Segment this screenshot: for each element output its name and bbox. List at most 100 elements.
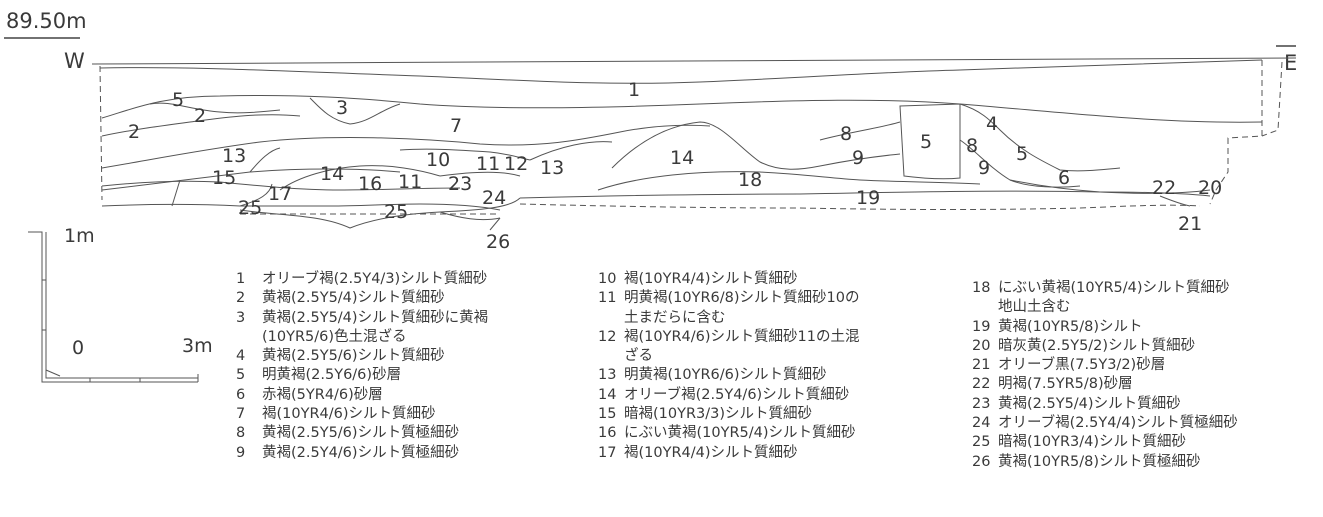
layer-label: 15 xyxy=(212,167,236,189)
east-label: E xyxy=(1284,51,1297,75)
layer-label: 5 xyxy=(1016,143,1028,165)
legend-num: 24 xyxy=(972,415,991,432)
legend-num: 16 xyxy=(598,425,617,442)
legend-item: 7 褐(10YR4/6)シルト質細砂 xyxy=(236,405,488,424)
legend-num: 22 xyxy=(972,376,991,393)
legend-num: 2 xyxy=(236,290,246,307)
legend-num: 25 xyxy=(972,434,991,451)
legend-text: 褐(10YR4/6)シルト質細砂 xyxy=(262,406,436,423)
legend-num: 11 xyxy=(598,290,617,307)
legend-text: 黄褐(2.5Y5/4)シルト質細砂に黄褐 (10YR5/6)色土混ざる xyxy=(262,309,489,345)
layer-label: 25 xyxy=(384,201,408,223)
layer-label: 16 xyxy=(358,173,382,195)
legend-num: 23 xyxy=(972,395,991,412)
legend-num: 20 xyxy=(972,337,991,354)
legend-num: 12 xyxy=(598,328,617,345)
legend-num: 26 xyxy=(972,453,991,470)
layer-label: 11 xyxy=(398,171,422,193)
legend-text: 黄褐(2.5Y4/6)シルト質極細砂 xyxy=(262,444,460,461)
legend-num: 14 xyxy=(598,386,617,403)
layer-label: 23 xyxy=(448,173,472,195)
legend-num: 8 xyxy=(236,425,246,442)
legend-text: 明黄褐(10YR6/8)シルト質細砂10の 土まだらに含む xyxy=(624,290,860,326)
layer-number-labels: 1 2 5 2 3 7 8 4 5 8 5 9 9 13 10 11 12 13… xyxy=(128,79,1222,253)
layer-label: 20 xyxy=(1198,177,1222,199)
layer-label: 9 xyxy=(978,157,990,179)
legend-num: 3 xyxy=(236,309,246,326)
layer-label: 24 xyxy=(482,187,506,209)
layer-label: 8 xyxy=(840,123,852,145)
legend-text: 黄褐(10YR5/8)シルト質極細砂 xyxy=(998,453,1201,470)
legend-text: 褐(10YR4/4)シルト質細砂 xyxy=(624,271,798,287)
legend-item: 5 明黄褐(2.5Y6/6)砂層 xyxy=(236,366,488,385)
legend-num: 13 xyxy=(598,367,617,384)
layer-label: 14 xyxy=(670,147,694,169)
legend-num: 10 xyxy=(598,271,617,287)
legend-item: 26 黄褐(10YR5/8)シルト質極細砂 xyxy=(972,453,1238,472)
legend-text: 赤褐(5YR4/6)砂層 xyxy=(262,386,383,403)
legend-text: 褐(10YR4/4)シルト質細砂 xyxy=(624,444,798,461)
legend-item: 22 明褐(7.5YR5/8)砂層 xyxy=(972,375,1238,394)
legend-num: 9 xyxy=(236,444,246,461)
legend-column-2: 10 褐(10YR4/4)シルト質細砂 11 明黄褐(10YR6/8)シルト質細砂1… xyxy=(598,270,859,463)
scale-1m-label: 1m xyxy=(64,225,95,247)
layer-label: 10 xyxy=(426,149,450,171)
layer-label: 13 xyxy=(540,157,564,179)
layer-label: 5 xyxy=(172,89,184,111)
legend-text: 暗褐(10YR3/4)シルト質細砂 xyxy=(998,434,1187,451)
legend-text: 明黄褐(2.5Y6/6)砂層 xyxy=(262,367,402,384)
legend-text: 黄褐(2.5Y5/4)シルト質細砂 xyxy=(998,395,1181,412)
legend-text: 黄褐(10YR5/8)シルト xyxy=(998,318,1143,335)
legend-num: 1 xyxy=(236,271,246,287)
legend-item: 4 黄褐(2.5Y5/6)シルト質細砂 xyxy=(236,347,488,366)
layer-label: 22 xyxy=(1152,177,1176,199)
scale-zero-label: 0 xyxy=(72,337,84,359)
layer-label: 2 xyxy=(194,105,206,127)
layer-label: 19 xyxy=(856,187,880,209)
legend-text: 黄褐(2.5Y5/6)シルト質極細砂 xyxy=(262,425,460,442)
elevation-label: 89.50m xyxy=(6,9,87,33)
legend-text: 明褐(7.5YR5/8)砂層 xyxy=(998,376,1133,393)
legend-text: 暗灰黄(2.5Y5/2)シルト質細砂 xyxy=(998,337,1196,354)
layer-label: 7 xyxy=(450,115,462,137)
legend-item: 3 黄褐(2.5Y5/4)シルト質細砂に黄褐 (10YR5/6)色土混ざる xyxy=(236,309,488,348)
legend-num: 15 xyxy=(598,406,617,423)
layer-label: 4 xyxy=(986,113,998,135)
legend-num: 4 xyxy=(236,348,246,365)
layer-label: 25 xyxy=(238,197,262,219)
legend-num: 7 xyxy=(236,406,246,423)
legend-text: にぶい黄褐(10YR5/4)シルト質細砂 地山土含む xyxy=(998,280,1230,316)
legend-item: 10 褐(10YR4/4)シルト質細砂 xyxy=(598,270,859,289)
legend-item: 23 黄褐(2.5Y5/4)シルト質細砂 xyxy=(972,395,1238,414)
legend-item: 8 黄褐(2.5Y5/6)シルト質極細砂 xyxy=(236,424,488,443)
layer-label: 21 xyxy=(1178,213,1202,235)
layer-label: 2 xyxy=(128,121,140,143)
layer-label: 6 xyxy=(1058,167,1070,189)
legend-text: にぶい黄褐(10YR5/4)シルト質細砂 xyxy=(624,425,856,442)
layer-label: 14 xyxy=(320,163,344,185)
layer-label: 18 xyxy=(738,169,762,191)
legend-num: 21 xyxy=(972,357,991,374)
legend-text: オリーブ黒(7.5Y3/2)砂層 xyxy=(998,357,1166,374)
layer-label: 3 xyxy=(336,97,348,119)
layer-boundaries xyxy=(91,57,1297,231)
legend-item: 12 褐(10YR4/6)シルト質細砂11の土混 ざる xyxy=(598,328,859,367)
legend-num: 6 xyxy=(236,386,246,403)
layer-label: 1 xyxy=(628,79,640,101)
scale-bar xyxy=(28,231,199,383)
legend-text: 褐(10YR4/6)シルト質細砂11の土混 ざる xyxy=(624,328,860,365)
layer-label: 8 xyxy=(966,135,978,157)
scale-3m-label: 3m xyxy=(182,335,213,357)
legend-text: 黄褐(2.5Y5/6)シルト質細砂 xyxy=(262,348,445,365)
legend-num: 5 xyxy=(236,367,246,384)
